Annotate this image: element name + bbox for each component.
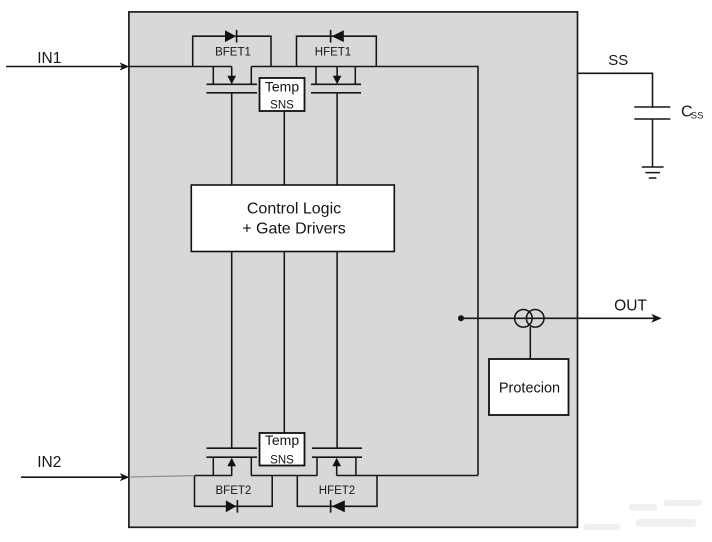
svg-text:+ Gate Drivers: + Gate Drivers [242,221,346,238]
svg-text:Control Logic: Control Logic [247,200,341,217]
svg-text:HFET2: HFET2 [319,485,355,497]
svg-text:SS: SS [608,52,628,69]
svg-text:C: C [681,103,693,120]
svg-text:SNS: SNS [270,99,294,111]
svg-text:SS: SS [691,110,704,121]
svg-text:OUT: OUT [614,298,647,315]
svg-text:Protecion: Protecion [499,380,560,396]
svg-text:IN2: IN2 [37,454,61,471]
svg-text:Temp: Temp [265,432,299,448]
svg-text:BFET1: BFET1 [215,46,251,58]
svg-text:IN1: IN1 [37,50,61,67]
svg-text:HFET1: HFET1 [315,46,351,58]
svg-text:BFET2: BFET2 [216,485,252,497]
svg-text:Temp: Temp [265,79,299,95]
svg-text:SNS: SNS [270,455,294,467]
